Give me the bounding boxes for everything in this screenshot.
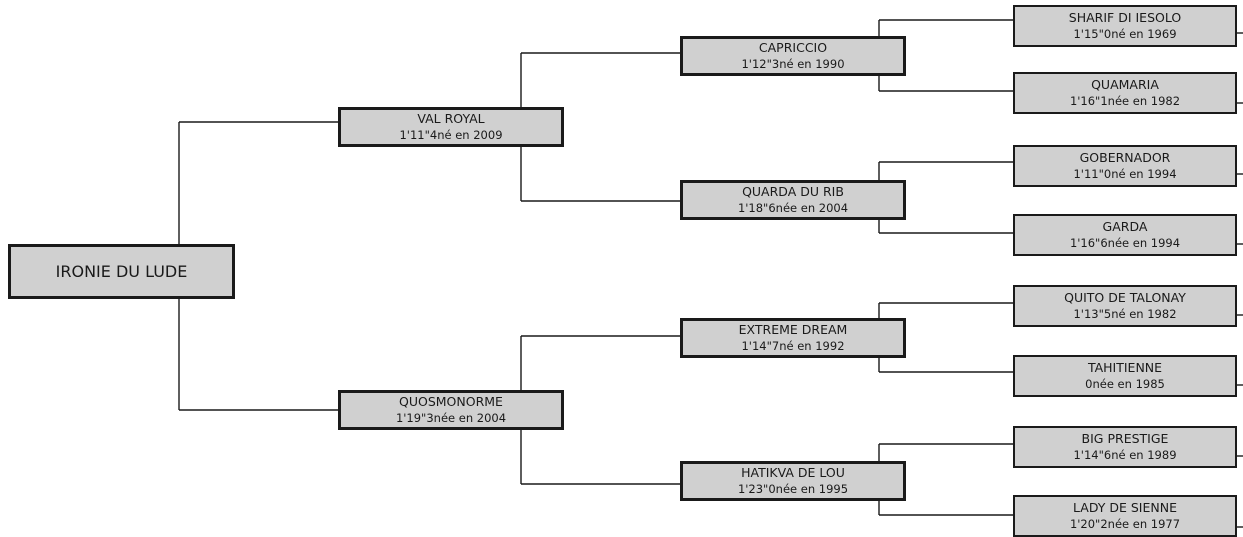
horse-box-ggp-1: SHARIF DI IESOLO 1'15"0né en 1969	[1013, 5, 1237, 47]
horse-record: 1'16"1née en 1982	[1069, 94, 1181, 108]
horse-box-dam-sire: EXTREME DREAM 1'14"7né en 1992	[680, 318, 906, 358]
horse-name: HATIKVA DE LOU	[741, 465, 845, 480]
horse-name: QUOSMONORME	[399, 394, 503, 409]
horse-box-ggp-8: LADY DE SIENNE 1'20"2née en 1977	[1013, 495, 1237, 537]
horse-box-dam-dam: HATIKVA DE LOU 1'23"0née en 1995	[680, 461, 906, 501]
horse-record: 1'18"6née en 2004	[737, 201, 849, 215]
horse-record: 1'13"5né en 1982	[1073, 307, 1177, 321]
horse-box-ggp-6: TAHITIENNE 0née en 1985	[1013, 355, 1237, 397]
horse-name: BIG PRESTIGE	[1081, 431, 1169, 446]
horse-box-sire: VAL ROYAL 1'11"4né en 2009	[338, 107, 564, 147]
horse-name: VAL ROYAL	[417, 111, 485, 126]
horse-box-sire-dam: QUARDA DU RIB 1'18"6née en 2004	[680, 180, 906, 220]
horse-record: 1'11"4né en 2009	[399, 128, 503, 142]
horse-box-ggp-5: QUITO DE TALONAY 1'13"5né en 1982	[1013, 285, 1237, 327]
horse-name: LADY DE SIENNE	[1073, 500, 1177, 515]
horse-name: SHARIF DI IESOLO	[1068, 10, 1182, 25]
horse-record: 0née en 1985	[1085, 377, 1165, 391]
horse-box-sire-sire: CAPRICCIO 1'12"3né en 1990	[680, 36, 906, 76]
horse-name: QUARDA DU RIB	[742, 184, 844, 199]
horse-record: 1'19"3née en 2004	[395, 411, 507, 425]
horse-box-dam: QUOSMONORME 1'19"3née en 2004	[338, 390, 564, 430]
horse-box-ggp-3: GOBERNADOR 1'11"0né en 1994	[1013, 145, 1237, 187]
horse-name: GARDA	[1102, 219, 1148, 234]
horse-record: 1'20"2née en 1977	[1069, 517, 1181, 531]
horse-record: 1'12"3né en 1990	[741, 57, 845, 71]
horse-name: GOBERNADOR	[1079, 150, 1171, 165]
horse-name: CAPRICCIO	[758, 40, 828, 55]
horse-box-ggp-4: GARDA 1'16"6née en 1994	[1013, 214, 1237, 256]
horse-box-root: IRONIE DU LUDE	[8, 244, 235, 299]
horse-record: 1'23"0née en 1995	[737, 482, 849, 496]
horse-name: QUITO DE TALONAY	[1064, 290, 1186, 305]
horse-record: 1'15"0né en 1969	[1073, 27, 1177, 41]
horse-record: 1'14"6né en 1989	[1073, 448, 1177, 462]
horse-name: TAHITIENNE	[1087, 360, 1163, 375]
horse-record: 1'11"0né en 1994	[1073, 167, 1177, 181]
horse-name: QUAMARIA	[1091, 77, 1159, 92]
horse-box-ggp-7: BIG PRESTIGE 1'14"6né en 1989	[1013, 426, 1237, 468]
horse-name: IRONIE DU LUDE	[55, 261, 188, 281]
horse-record: 1'16"6née en 1994	[1069, 236, 1181, 250]
horse-box-ggp-2: QUAMARIA 1'16"1née en 1982	[1013, 72, 1237, 114]
horse-name: EXTREME DREAM	[738, 322, 848, 337]
horse-record: 1'14"7né en 1992	[741, 339, 845, 353]
